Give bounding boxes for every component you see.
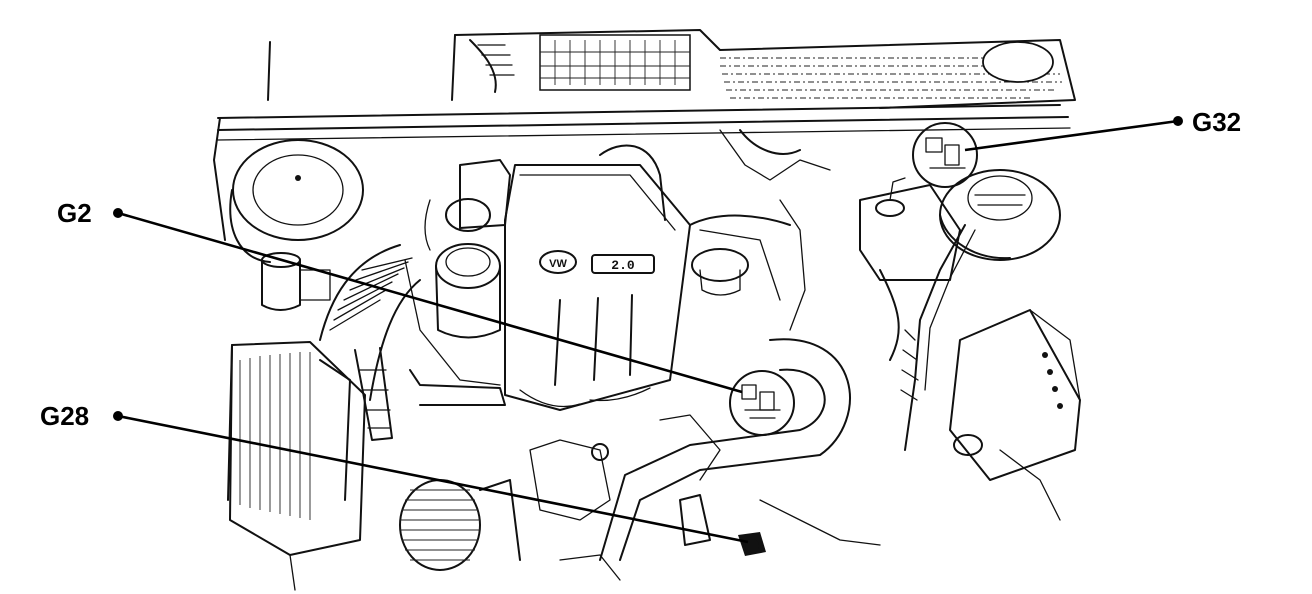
hood-and-cowl [213,29,1076,241]
coolant-expansion-tank [859,177,961,281]
alternator [399,479,521,571]
coolant-hose [599,338,851,561]
callout-g2: G2 [57,198,743,394]
brake-fluid-reservoir [261,252,331,311]
callout-label-g32: G32 [1192,107,1241,137]
callout-label-g28: G28 [40,401,89,431]
callout-g32: G32 [964,107,1241,152]
cowl-label-pattern [720,41,1062,99]
callout-label-g2: G2 [57,198,92,228]
lower-engine-parts [529,414,881,581]
air-filter-ribs [239,352,311,520]
callout-g28: G28 [40,401,749,544]
vw-badge: VW [539,250,577,274]
engine-cover: VW 2.0 [504,164,691,411]
air-intake-duct [319,244,421,441]
right-hoses [879,224,1061,521]
svg-text:VW: VW [549,258,567,270]
svg-text:2.0: 2.0 [611,258,635,273]
right-engine-area [599,129,831,331]
air-filter-box [227,341,366,591]
battery [949,309,1081,481]
strut-tower-right [939,169,1061,261]
g2-sensor-detail [729,370,795,436]
strut-tower-left [229,139,364,263]
g28-sensor [738,532,766,556]
cowl-vent-grille [539,34,691,91]
g32-sensor-detail [912,122,978,188]
engine-size-plate: 2.0 [591,254,655,274]
oil-filler-area [404,159,511,406]
